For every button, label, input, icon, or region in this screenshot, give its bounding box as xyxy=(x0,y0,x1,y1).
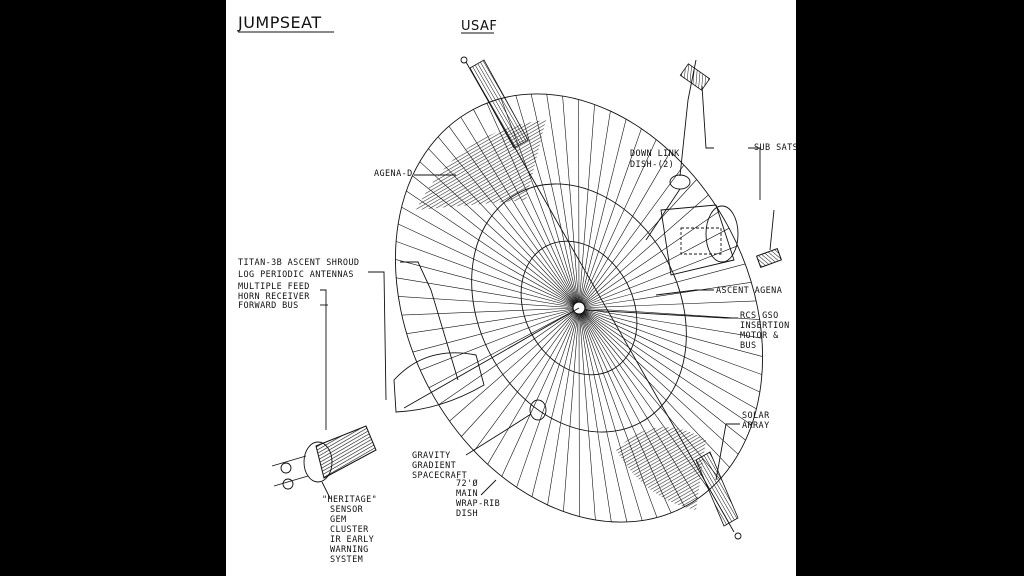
dish-rib xyxy=(428,307,580,389)
ascent-agena-stage xyxy=(660,204,739,276)
label-down-link-1: DOWN LINK xyxy=(630,149,680,159)
dish-rib xyxy=(578,307,628,523)
dish-rib xyxy=(412,307,580,353)
dish-shading-lower xyxy=(616,427,706,510)
label-heritage-1: "HERITAGE" xyxy=(322,495,377,505)
label-agena-d: AGENA-D xyxy=(374,169,413,179)
dish-rib xyxy=(578,245,738,309)
label-dish-1: 72'Ø xyxy=(456,478,478,489)
dish-rib xyxy=(401,206,580,309)
label-rcs-2: INSERTION xyxy=(740,321,790,331)
label-down-link-2: DISH-(2) xyxy=(630,160,674,170)
label-solar-2: ARRAY xyxy=(742,421,770,431)
down-link-dish xyxy=(645,99,691,241)
leader-lines xyxy=(320,85,761,499)
dish-rib xyxy=(546,94,580,309)
label-sub-sats: SUB SATS xyxy=(754,143,796,153)
dish-rib xyxy=(398,223,580,309)
dish-rib xyxy=(395,259,580,309)
dish-rib xyxy=(547,307,580,505)
dish-rib xyxy=(406,190,580,309)
label-ascent-agena: ASCENT AGENA xyxy=(716,286,782,296)
dish-rib xyxy=(531,307,580,497)
label-heritage-7: SYSTEM xyxy=(330,555,363,565)
dish-rib xyxy=(578,307,658,518)
diagram-sheet: JUMPSEAT USAF xyxy=(226,0,796,576)
label-rcs-4: BUS xyxy=(740,341,757,351)
dish-rib xyxy=(401,307,580,316)
solar-array xyxy=(460,56,742,540)
dish-rib xyxy=(578,307,643,521)
label-solar-1: SOLAR xyxy=(742,411,770,421)
label-gravity-1: GRAVITY xyxy=(412,451,451,461)
dish-rib xyxy=(578,282,752,309)
dish-rib xyxy=(516,307,580,488)
dish-rib xyxy=(578,104,595,309)
dish-rib xyxy=(578,307,746,441)
dish-rib xyxy=(398,296,580,309)
dish-rib xyxy=(563,307,580,512)
dish-rib xyxy=(578,307,762,339)
label-heritage-3: GEM xyxy=(330,515,347,525)
label-heritage-2: SENSOR xyxy=(330,505,364,515)
label-rcs-1: RCS GSO xyxy=(740,311,779,321)
sub-sat-small xyxy=(755,209,783,269)
dish-rib xyxy=(501,307,580,477)
dish-rib xyxy=(438,307,580,406)
dish-rib xyxy=(449,307,580,422)
dish-rib xyxy=(578,307,739,455)
dish-rib xyxy=(578,194,709,309)
dish-rib xyxy=(578,307,757,410)
label-dish-3: WRAP-RIB xyxy=(456,499,500,509)
dish-rib xyxy=(578,307,763,357)
dish-rib xyxy=(578,263,746,309)
dish-rib xyxy=(578,307,760,393)
diagram-title: JUMPSEAT xyxy=(237,13,322,32)
dish-rib xyxy=(461,307,580,437)
dish-rib xyxy=(473,307,580,452)
dish-rib xyxy=(578,111,611,309)
label-gravity-3: SPACECRAFT xyxy=(412,471,467,481)
label-heritage-4: CLUSTER xyxy=(330,525,369,535)
label-forward-bus: FORWARD BUS xyxy=(238,301,299,311)
gravity-gradient-spacecraft xyxy=(529,399,547,421)
dish-rib xyxy=(578,307,763,375)
label-heritage-5: IR EARLY xyxy=(330,535,374,545)
dish-shading-upper xyxy=(416,120,546,210)
dish-rib xyxy=(578,300,757,309)
label-log-periodic: LOG PERIODIC ANTENNAS xyxy=(238,270,354,280)
label-feed-1: MULTIPLE FEED xyxy=(238,282,310,292)
heritage-sensor-cluster xyxy=(271,425,377,490)
spacecraft-diagram: JUMPSEAT USAF xyxy=(237,13,796,565)
label-gravity-2: GRADIENT xyxy=(412,461,456,471)
dish-rib xyxy=(487,307,580,465)
sub-satellites xyxy=(679,59,711,101)
dish-rib xyxy=(578,307,596,521)
label-feed-2: HORN RECEIVER xyxy=(238,292,310,302)
dish-rib xyxy=(578,307,752,426)
dish-rib xyxy=(406,307,580,334)
dish-rib xyxy=(562,95,580,309)
label-dish-4: DISH xyxy=(456,509,478,519)
dish-rib xyxy=(578,307,612,522)
dish-rib xyxy=(396,277,580,309)
dish-rib xyxy=(578,151,671,309)
dish-rib xyxy=(578,119,627,309)
label-heritage-6: WARNING xyxy=(330,545,369,555)
agency-label: USAF xyxy=(461,19,497,34)
dish-rib xyxy=(395,241,580,309)
label-rcs-3: MOTOR & xyxy=(740,331,779,341)
dish-rib xyxy=(578,227,730,309)
dish-rib xyxy=(578,179,697,309)
dish-rib xyxy=(578,164,685,309)
dish-rib xyxy=(578,210,720,309)
label-dish-2: MAIN xyxy=(456,489,478,499)
dish-rib xyxy=(420,307,580,371)
titan-ascent-shroud xyxy=(393,307,580,413)
dish-rib xyxy=(578,139,657,309)
label-titan-shroud: TITAN-3B ASCENT SHROUD xyxy=(238,258,359,268)
